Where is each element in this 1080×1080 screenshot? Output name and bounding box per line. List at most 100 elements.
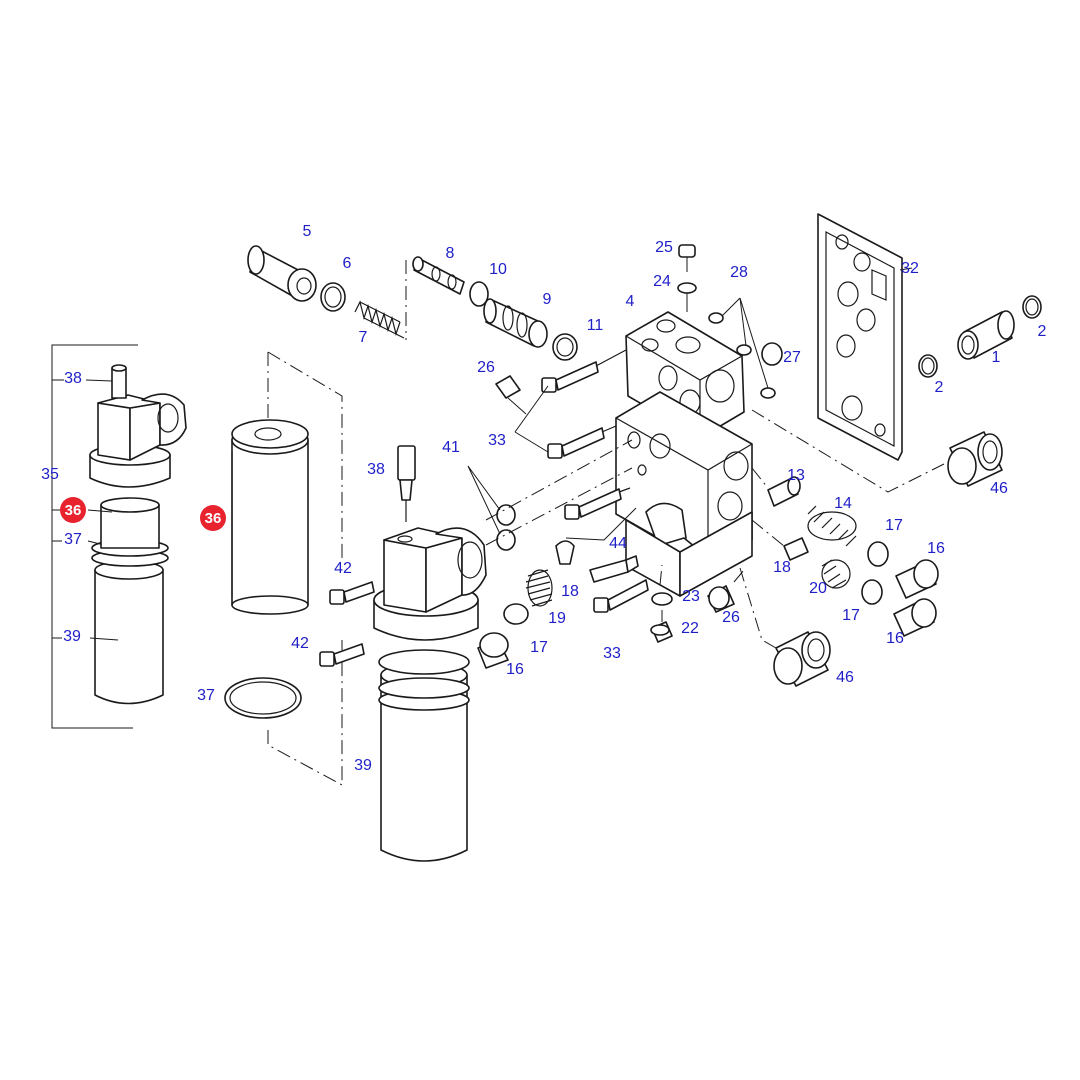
callout-14: 14	[834, 495, 852, 512]
o-ring-10	[469, 281, 489, 307]
callout-2: 2	[935, 379, 944, 396]
o-ring-37	[224, 640, 343, 786]
callout-35: 35	[41, 466, 59, 483]
callout-38: 38	[367, 461, 385, 478]
callout-37: 37	[64, 531, 82, 548]
plug-26-upper	[495, 375, 527, 415]
valve-housing-4	[615, 311, 753, 597]
callout-22: 22	[681, 620, 699, 637]
callout-27: 27	[783, 349, 801, 366]
valve-cartridge-5	[247, 245, 317, 302]
callout-17: 17	[842, 607, 860, 624]
bolt-33-a	[541, 361, 599, 393]
callout-46: 46	[990, 480, 1008, 497]
callout-labels: 1224567891011131416161617171718181920222…	[41, 223, 1046, 774]
callout-46: 46	[836, 669, 854, 686]
plug-22	[650, 621, 673, 643]
spring-14	[807, 505, 857, 547]
plug-16-upper	[895, 559, 939, 599]
callout-2: 2	[1038, 323, 1047, 340]
callout-41: 41	[442, 439, 460, 456]
callout-9: 9	[543, 291, 552, 308]
callout-33: 33	[488, 432, 506, 449]
fitting-1	[957, 310, 1015, 360]
seal-rings-28	[708, 297, 776, 399]
callout-23: 23	[682, 588, 700, 605]
bolt-42-lower	[319, 643, 365, 667]
callout-26: 26	[477, 359, 495, 376]
callout-37: 37	[197, 687, 215, 704]
o-ring-11	[552, 333, 578, 361]
gasket-plate-32	[817, 213, 903, 461]
highlight-badge-label: 36	[65, 502, 82, 519]
callout-10: 10	[489, 261, 507, 278]
callout-11: 11	[587, 317, 604, 334]
callout-1: 1	[992, 349, 1001, 366]
callout-38: 38	[64, 370, 82, 387]
callout-4: 4	[626, 293, 635, 310]
filter-head-assembly	[373, 445, 487, 862]
callout-39: 39	[63, 628, 81, 645]
callout-6: 6	[343, 255, 352, 272]
highlight-badge-circle	[60, 497, 86, 523]
o-ring-17-left	[503, 603, 529, 625]
callout-8: 8	[446, 245, 455, 262]
highlight-badge-36: 36	[200, 505, 226, 531]
valve-piston-13	[767, 476, 801, 507]
highlight-badges: 36 36	[60, 497, 226, 531]
spring-20	[821, 559, 851, 589]
bolt-33-c	[564, 488, 622, 520]
plug-26-lower	[707, 585, 735, 613]
fitting-46-upper	[947, 431, 1003, 487]
callout-16: 16	[927, 540, 945, 557]
callout-17: 17	[530, 639, 548, 656]
highlight-badge-label: 36	[205, 510, 222, 527]
plug-25	[678, 244, 696, 272]
callout-42: 42	[334, 560, 352, 577]
callout-18: 18	[773, 559, 791, 576]
o-rings-41	[467, 465, 516, 551]
callout-7: 7	[359, 329, 368, 346]
bolt-33-lower	[593, 579, 649, 613]
o-ring-27	[761, 342, 783, 366]
o-ring-17-upper	[867, 541, 889, 567]
callout-33: 33	[603, 645, 621, 662]
o-ring-6	[320, 282, 346, 312]
valve-cartridge-9	[483, 298, 548, 348]
callout-42: 42	[291, 635, 309, 652]
callout-18: 18	[561, 583, 579, 600]
callout-28: 28	[730, 264, 748, 281]
callout-24: 24	[653, 273, 671, 290]
callout-5: 5	[303, 223, 312, 240]
o-ring-2-right	[1022, 295, 1042, 319]
assembly-overview-filter-35	[51, 344, 187, 729]
highlight-badge-circle	[200, 505, 226, 531]
callout-16: 16	[886, 630, 904, 647]
callout-16: 16	[506, 661, 524, 678]
callout-13: 13	[787, 467, 805, 484]
callout-17: 17	[885, 517, 903, 534]
o-ring-2-left	[918, 354, 938, 378]
highlight-badge-36: 36	[60, 497, 86, 523]
washer-23	[651, 592, 673, 606]
washer-24	[677, 282, 697, 312]
filter-element-36	[231, 351, 343, 615]
valve-spool-8	[412, 256, 465, 295]
valve-piston-18-right	[783, 537, 809, 561]
pin-44	[555, 507, 637, 565]
callout-25: 25	[655, 239, 673, 256]
callout-39: 39	[354, 757, 372, 774]
bolt-42-upper	[329, 581, 375, 605]
spring-19	[525, 569, 553, 607]
o-ring-17-lower	[861, 579, 883, 605]
callout-26: 26	[722, 609, 740, 626]
callout-20: 20	[809, 580, 827, 597]
fitting-46-lower	[773, 631, 831, 687]
callout-44: 44	[609, 535, 627, 552]
bolt-33-b	[547, 427, 605, 459]
spring-7	[354, 300, 405, 339]
callout-19: 19	[548, 610, 566, 627]
sensor-18-left	[589, 555, 639, 583]
